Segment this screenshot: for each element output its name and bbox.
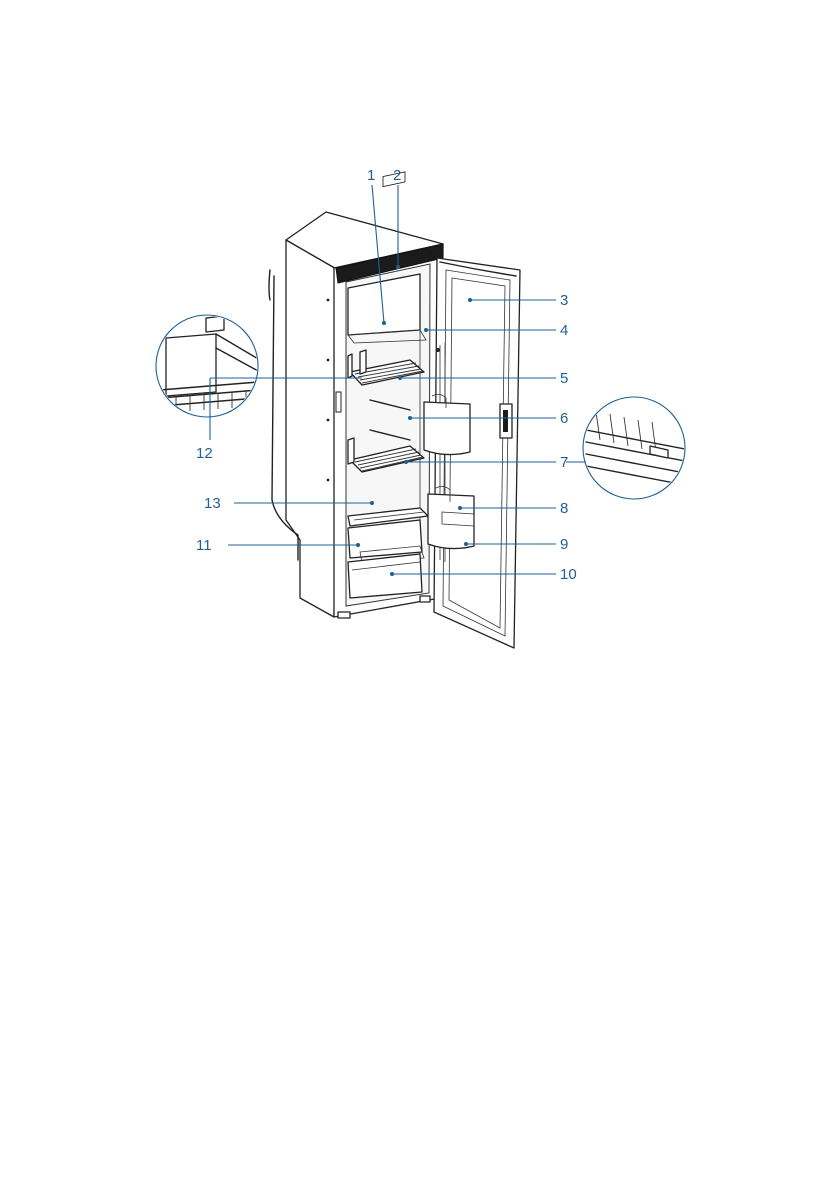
callout-1: 1 bbox=[367, 167, 375, 184]
callout-10: 10 bbox=[560, 566, 577, 583]
detail-circle-right bbox=[583, 397, 690, 499]
callout-2: 2 bbox=[393, 167, 401, 184]
callout-3: 3 bbox=[560, 292, 568, 309]
refrigerator-illustration bbox=[269, 172, 520, 648]
callout-11: 11 bbox=[196, 537, 212, 554]
callout-8: 8 bbox=[560, 500, 568, 517]
callout-4: 4 bbox=[560, 322, 568, 339]
callout-9: 9 bbox=[560, 536, 568, 553]
callout-13: 13 bbox=[204, 495, 221, 512]
callout-5: 5 bbox=[560, 370, 568, 387]
callout-6: 6 bbox=[560, 410, 568, 427]
callout-12: 12 bbox=[196, 445, 213, 462]
detail-circle-left bbox=[156, 315, 260, 417]
callout-7: 7 bbox=[560, 454, 568, 471]
